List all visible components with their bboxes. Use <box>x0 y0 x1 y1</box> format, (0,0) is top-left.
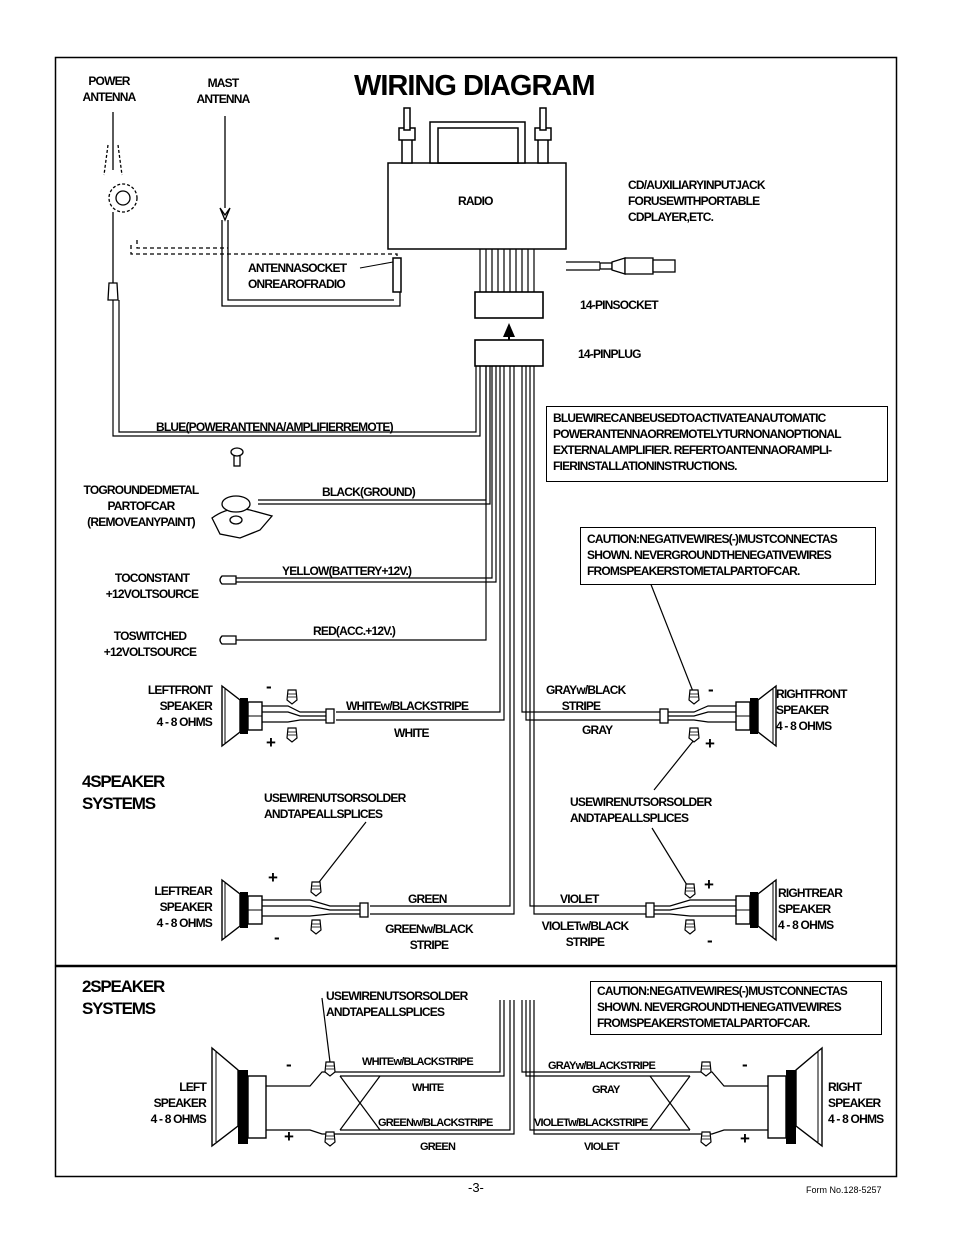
white-wire-label-2: WHITE <box>412 1082 444 1094</box>
plus-sign: + <box>284 1127 294 1146</box>
page-title: WIRING DIAGRAM <box>354 70 596 102</box>
plus-sign: + <box>266 733 276 752</box>
gray-wire-label: GRAY <box>582 723 613 737</box>
constant-source-label: TOCONSTANT+12VOLTSOURCE <box>105 571 199 601</box>
white-wire-label: WHITE <box>394 726 429 740</box>
yellow-wire-label: YELLOW(BATTERY+12V.) <box>282 564 412 578</box>
violet-wire-label: VIOLET <box>560 892 599 906</box>
radio-unit <box>387 107 567 293</box>
gray-wire-label-2: GRAY <box>592 1084 620 1096</box>
aux-jack-graphic <box>566 257 676 275</box>
minus-sign: - <box>707 931 713 950</box>
pin-plug-graphic <box>474 339 544 367</box>
mast-antenna-graphic <box>219 116 231 222</box>
switched-source-label: TOSWITCHED+12VOLTSOURCE <box>103 629 197 659</box>
left-front-speaker-graphic <box>221 685 263 747</box>
plus-sign: + <box>268 868 278 887</box>
green-black-wire-label-2: GREENw/BLACKSTRIPE <box>378 1117 493 1129</box>
right-front-speaker-graphic <box>735 685 777 747</box>
page-number: -3- <box>468 1180 484 1195</box>
violet-wire-label-2: VIOLET <box>584 1141 620 1153</box>
right-rear-speaker-graphic <box>735 879 777 941</box>
radio-label: RADIO <box>458 194 493 208</box>
minus-sign: - <box>274 928 280 947</box>
violet-black-wire-label-2: VIOLETw/BLACKSTRIPE <box>534 1117 648 1129</box>
left-rear-speaker-graphic <box>221 879 263 941</box>
minus-sign: - <box>266 677 272 696</box>
left-two-speaker-graphic <box>211 1046 267 1148</box>
ground-graphic <box>211 447 274 539</box>
green-wire-label: GREEN <box>408 892 447 906</box>
gray-black-wire-label-2: GRAYw/BLACKSTRIPE <box>548 1060 656 1072</box>
white-black-wire-label-2: WHITEw/BLACKSTRIPE <box>362 1056 474 1068</box>
two-speaker-frame <box>54 965 898 1178</box>
green-wire-label-2: GREEN <box>420 1141 456 1153</box>
plus-sign: + <box>705 734 715 753</box>
main-frame <box>54 56 898 967</box>
plus-sign: + <box>704 875 714 894</box>
minus-sign: - <box>742 1055 748 1074</box>
white-black-wire-label: WHITEw/BLACKSTRIPE <box>346 699 469 713</box>
power-antenna-graphic <box>103 112 138 301</box>
pin-socket-graphic <box>474 291 544 319</box>
blue-wire-label: BLUE(POWERANTENNA/AMPLIFIERREMOTE) <box>156 420 394 434</box>
minus-sign: - <box>708 680 714 699</box>
red-wire-label: RED(ACC.+12V.) <box>313 624 396 638</box>
plus-sign: + <box>740 1129 750 1148</box>
pin-socket-label: 14-PINSOCKET <box>580 298 659 312</box>
form-number: Form No.128-5257 <box>806 1185 882 1195</box>
black-wire-label: BLACK(GROUND) <box>322 485 416 499</box>
minus-sign: - <box>286 1055 292 1074</box>
right-two-speaker-graphic <box>767 1046 823 1148</box>
pin-plug-label: 14-PINPLUG <box>578 347 641 361</box>
